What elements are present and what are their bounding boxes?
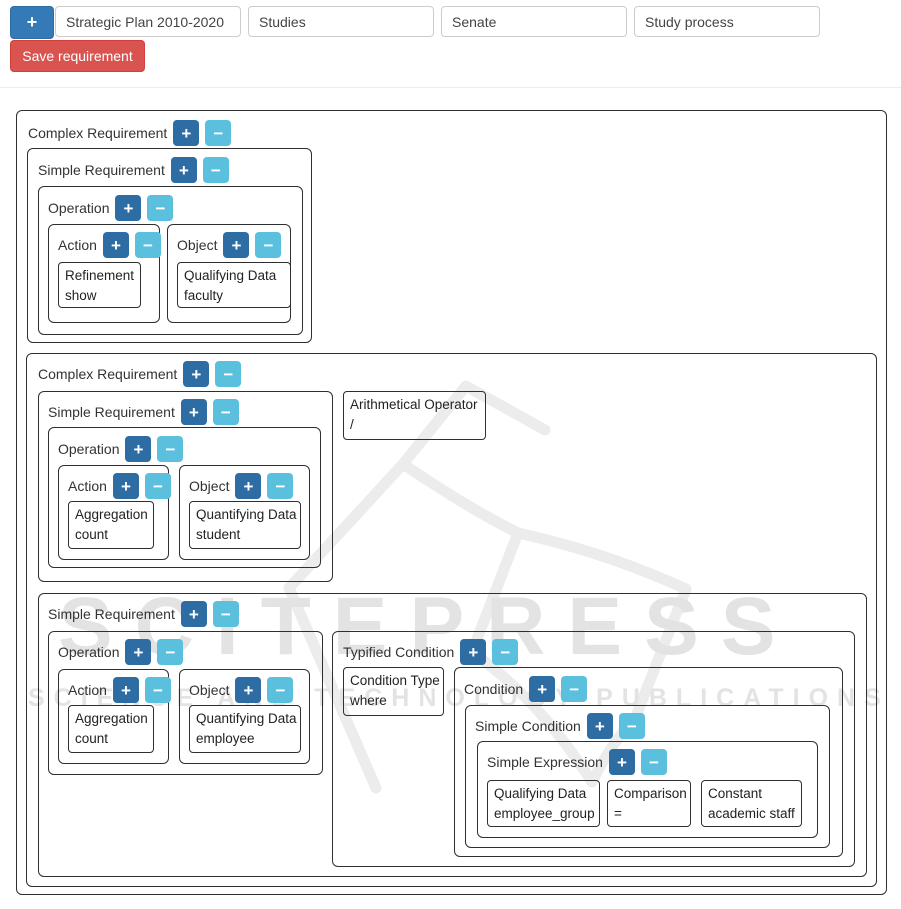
- object-2b-box: [179, 669, 310, 764]
- field-studies[interactable]: [248, 6, 434, 37]
- object-2a-box: [179, 465, 310, 560]
- object-1-value[interactable]: Qualifying Data faculty: [177, 262, 291, 308]
- simple-requirement-2a-label: Simple Requirement: [48, 404, 175, 420]
- minus-button[interactable]: −: [134, 232, 161, 258]
- plus-button[interactable]: +: [173, 120, 200, 146]
- simple-expression-label: Simple Expression: [487, 754, 603, 770]
- action-2a-box: [58, 465, 169, 560]
- minus-button[interactable]: −: [144, 473, 171, 499]
- simple-requirement-2b-box: [38, 593, 867, 877]
- typified-condition-label: Typified Condition: [343, 644, 455, 660]
- action-2b-value[interactable]: Aggregation count: [68, 705, 154, 753]
- plus-button[interactable]: +: [460, 639, 487, 665]
- plus-button[interactable]: +: [102, 232, 129, 258]
- complex-requirement-1-label: Complex Requirement: [28, 125, 168, 141]
- action-1-value[interactable]: Refinement show: [58, 262, 141, 308]
- minus-button[interactable]: −: [640, 749, 667, 775]
- plus-button[interactable]: +: [112, 677, 139, 703]
- arithmetical-operator-value[interactable]: Arithmetical Operator /: [343, 391, 486, 440]
- field-study-process[interactable]: [634, 6, 820, 37]
- complex-requirement-2-box: [26, 353, 877, 887]
- simple-expression-box: [477, 741, 818, 838]
- minus-button[interactable]: −: [212, 399, 239, 425]
- expression-operand-value[interactable]: Qualifying Data employee_group: [487, 780, 600, 827]
- complex-requirement-1-box: [16, 110, 887, 895]
- minus-button[interactable]: −: [267, 677, 294, 703]
- plus-button[interactable]: +: [586, 713, 613, 739]
- action-2b-label: Action: [68, 682, 107, 698]
- plus-button[interactable]: +: [529, 676, 556, 702]
- minus-button[interactable]: −: [212, 601, 239, 627]
- condition-box: [454, 667, 843, 857]
- operation-1-box: [38, 186, 303, 335]
- plus-button[interactable]: +: [125, 639, 152, 665]
- action-1-label: Action: [58, 237, 97, 253]
- plus-button[interactable]: +: [180, 399, 207, 425]
- plus-button[interactable]: +: [235, 473, 262, 499]
- toolbar-divider: [0, 87, 901, 88]
- minus-button[interactable]: −: [147, 195, 174, 221]
- plus-button[interactable]: +: [180, 601, 207, 627]
- object-2b-label: Object: [189, 682, 230, 698]
- condition-label: Condition: [464, 681, 524, 697]
- minus-button[interactable]: −: [561, 676, 588, 702]
- plus-button[interactable]: +: [608, 749, 635, 775]
- object-1-label: Object: [177, 237, 218, 253]
- action-2b-box: [58, 669, 169, 764]
- operation-2b-label: Operation: [58, 644, 120, 660]
- minus-button[interactable]: −: [205, 120, 232, 146]
- plus-button[interactable]: +: [235, 677, 262, 703]
- minus-button[interactable]: −: [157, 436, 184, 462]
- plus-button[interactable]: +: [112, 473, 139, 499]
- minus-button[interactable]: −: [157, 639, 184, 665]
- simple-condition-label: Simple Condition: [475, 718, 581, 734]
- minus-button[interactable]: −: [144, 677, 171, 703]
- simple-requirement-1-label: Simple Requirement: [38, 162, 165, 178]
- object-2a-value[interactable]: Quantifying Data student: [189, 501, 301, 549]
- field-strategic-plan[interactable]: [55, 6, 241, 37]
- minus-button[interactable]: −: [202, 157, 229, 183]
- expression-constant-value[interactable]: Constant academic staff: [701, 780, 802, 827]
- save-requirement-button[interactable]: Save requirement: [10, 40, 145, 72]
- minus-button[interactable]: −: [215, 361, 242, 387]
- condition-type-value[interactable]: Condition Type where: [343, 667, 444, 716]
- plus-button[interactable]: +: [170, 157, 197, 183]
- simple-requirement-2b-label: Simple Requirement: [48, 606, 175, 622]
- typified-condition-box: [332, 631, 855, 867]
- expression-comparison-value[interactable]: Comparison =: [607, 780, 691, 827]
- simple-requirement-1-box: [27, 148, 312, 343]
- action-2a-label: Action: [68, 478, 107, 494]
- field-senate[interactable]: [441, 6, 627, 37]
- operation-1-label: Operation: [48, 200, 110, 216]
- simple-condition-box: [465, 705, 830, 848]
- add-requirement-button[interactable]: +: [10, 6, 54, 39]
- minus-button[interactable]: −: [492, 639, 519, 665]
- object-2a-label: Object: [189, 478, 230, 494]
- action-2a-value[interactable]: Aggregation count: [68, 501, 154, 549]
- operation-2a-label: Operation: [58, 441, 120, 457]
- action-1-box: [48, 224, 160, 323]
- plus-button[interactable]: +: [183, 361, 210, 387]
- complex-requirement-2-label: Complex Requirement: [38, 366, 178, 382]
- operation-2a-box: [48, 427, 321, 568]
- minus-button[interactable]: −: [267, 473, 294, 499]
- plus-button[interactable]: +: [223, 232, 250, 258]
- minus-button[interactable]: −: [255, 232, 282, 258]
- operation-2b-box: [48, 631, 323, 775]
- plus-button[interactable]: +: [125, 436, 152, 462]
- object-2b-value[interactable]: Quantifying Data employee: [189, 705, 301, 753]
- simple-requirement-2a-box: [38, 391, 333, 582]
- plus-button[interactable]: +: [115, 195, 142, 221]
- minus-button[interactable]: −: [618, 713, 645, 739]
